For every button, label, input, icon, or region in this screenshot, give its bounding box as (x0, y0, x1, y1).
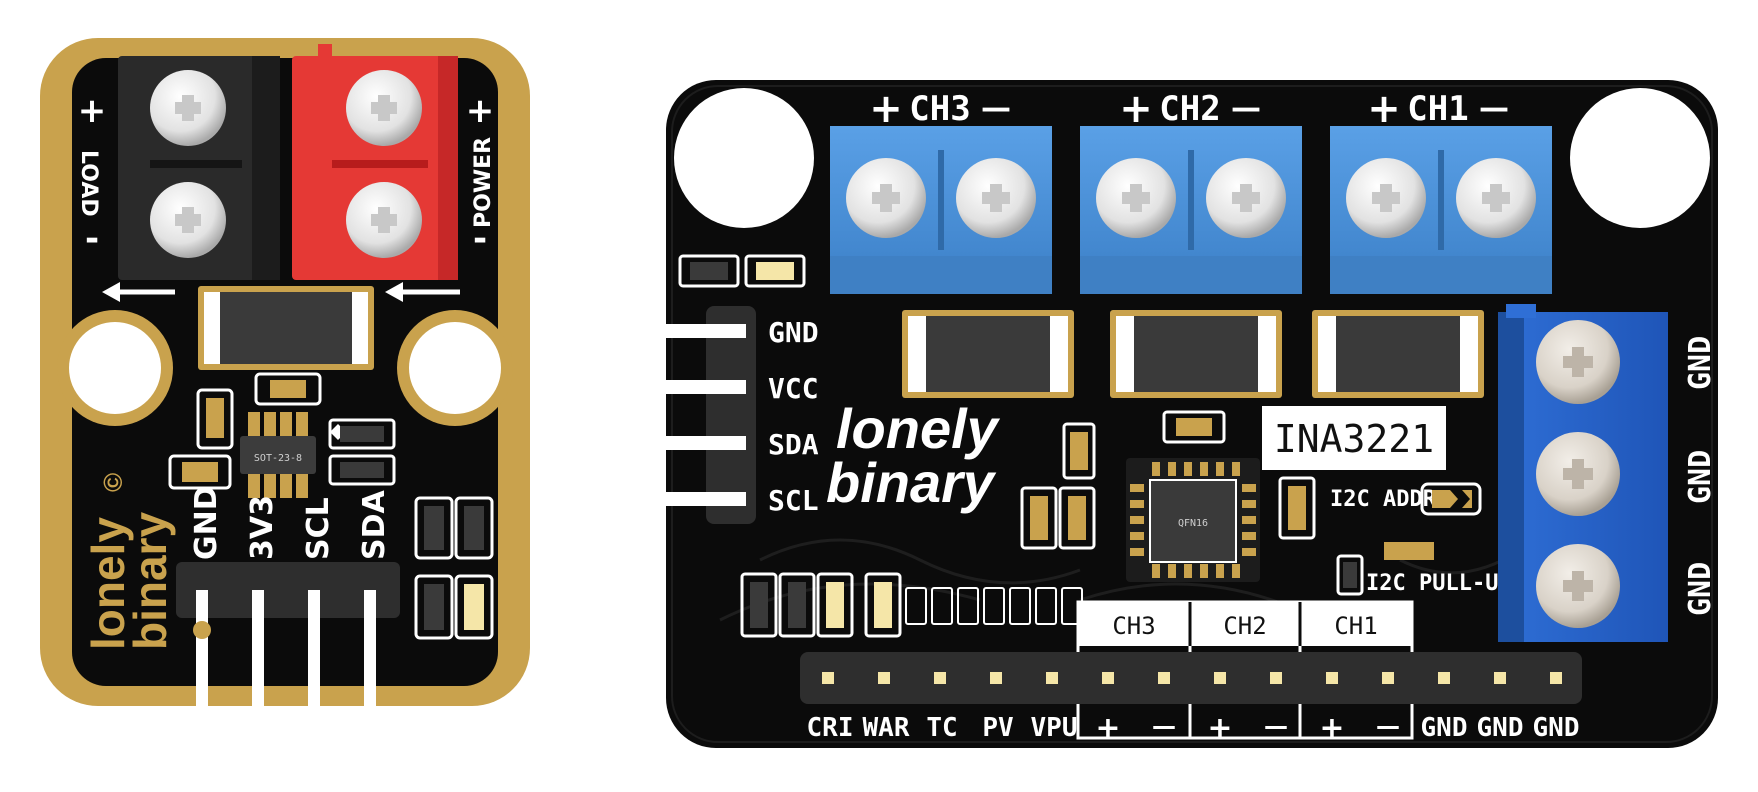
load-label: LOAD (76, 150, 101, 217)
pullup-jumper (1384, 542, 1434, 560)
bottom-pin-label-tc: TC (926, 713, 957, 743)
terminal-label-ch2: CH2 (1159, 89, 1220, 129)
bottom-pin-header (800, 652, 1582, 704)
chip-name: INA3221 (1274, 417, 1434, 461)
channel-box-label-ch2: CH2 (1223, 612, 1266, 640)
gnd-terminal-label: GND (1683, 562, 1718, 616)
mounting-hole (674, 88, 814, 228)
terminal-minus: — (1479, 91, 1509, 126)
smd-resistor (328, 418, 396, 450)
brand-lonely: lonely (836, 397, 1001, 460)
smd-resistor (678, 254, 740, 288)
side-pin-label-scl: SCL (768, 484, 819, 517)
power-terminal (292, 44, 458, 280)
channel-box-label-ch3: CH3 (1112, 612, 1155, 640)
box-plus: + (1207, 711, 1232, 746)
bottom-gnd-label: GND (1533, 713, 1580, 743)
smd-led (744, 254, 806, 288)
left-board: + - LOAD + - POWER (40, 38, 530, 708)
box-plus: + (1319, 711, 1344, 746)
shunt-resistor (1110, 310, 1282, 398)
smd-cap (1062, 422, 1096, 480)
terminal-block-ch1 (1330, 126, 1552, 294)
terminal-label-ch3: CH3 (909, 89, 970, 129)
mounting-hole (69, 322, 161, 414)
terminal-label-ch1: CH1 (1407, 89, 1468, 129)
side-pin-label-vcc: VCC (768, 372, 819, 405)
load-plus: + (78, 91, 107, 131)
chip-name-plate (1262, 406, 1446, 470)
smd-resistor (454, 496, 494, 560)
brand-binary: binary (826, 451, 997, 514)
terminal-block-ch3 (830, 126, 1052, 294)
ina3221-chip: QFN16 (1126, 458, 1260, 582)
terminal-block-ch2 (1080, 126, 1302, 294)
smd-cap (254, 372, 322, 406)
box-minus: — (1152, 712, 1176, 740)
gnd-terminal-label: GND (1683, 336, 1718, 390)
smd-cap (168, 454, 232, 490)
smd-resistor (414, 574, 454, 640)
bottom-pin-label-pv: PV (982, 713, 1013, 743)
addr-jumper (1420, 482, 1482, 516)
power-label: POWER (471, 137, 496, 228)
box-minus: — (1376, 712, 1400, 740)
bottom-pin-label-war: WAR (863, 713, 910, 743)
bottom-gnd-label: GND (1477, 713, 1524, 743)
power-plus: + (466, 91, 495, 131)
pin-header (176, 562, 400, 708)
smd-array-left (740, 572, 902, 638)
smd-cap (196, 388, 234, 450)
bottom-gnd-label: GND (1421, 713, 1468, 743)
pin-label-gnd: GND (189, 485, 224, 560)
terminal-plus: + (1119, 86, 1153, 132)
chip-small-label: QFN16 (1178, 518, 1208, 529)
side-pin-label-gnd: GND (768, 316, 819, 349)
terminal-plus: + (869, 86, 903, 132)
brand-binary: binary (124, 512, 176, 650)
load-minus: - (85, 219, 99, 259)
sensor-chip: SOT-23-8 (240, 412, 316, 498)
brand-lonely: lonely (82, 517, 134, 650)
smd-cap (1162, 410, 1226, 444)
pin-label-scl: SCL (301, 497, 336, 560)
chip-label: SOT-23-8 (254, 453, 302, 464)
terminal-minus: — (1231, 91, 1261, 126)
smd-resistor (328, 454, 396, 486)
gnd-terminal-block (1498, 304, 1668, 642)
shunt-resistor (1312, 310, 1484, 398)
smd-resistor (1278, 476, 1316, 540)
arrow-left-icon (102, 282, 175, 302)
gnd-terminal-label: GND (1683, 450, 1718, 504)
smd-cap (1020, 486, 1058, 550)
smd-led (454, 574, 494, 640)
terminal-minus: — (981, 91, 1011, 126)
load-terminal (118, 56, 280, 280)
pin-label-sda: SDA (357, 489, 392, 560)
terminal-plus: + (1367, 86, 1401, 132)
arrow-left-icon (385, 282, 460, 302)
mounting-hole (1570, 88, 1710, 228)
bottom-pin-label-vpu: VPU (1031, 713, 1078, 743)
smd-cap (1058, 486, 1096, 550)
brand-copyright: © (98, 473, 128, 492)
smd-resistor (1336, 554, 1364, 596)
shunt-resistor (198, 286, 374, 370)
box-minus: — (1264, 712, 1288, 740)
box-plus: + (1095, 711, 1120, 746)
i2c-pullup-label: I2C PULL-UP (1366, 571, 1512, 596)
channel-box-label-ch1: CH1 (1334, 612, 1377, 640)
bottom-pin-label-cri: CRI (807, 713, 854, 743)
pin-label-3v3: 3V3 (245, 495, 280, 560)
i2c-addr-label: I2C ADDR (1330, 487, 1437, 512)
right-board: CH3 + — CH2 + — CH1 + — (666, 80, 1718, 748)
shunt-resistor (902, 310, 1074, 398)
power-minus: - (473, 219, 487, 259)
side-pin-label-sda: SDA (768, 428, 819, 461)
side-pin-header (666, 306, 756, 524)
smd-resistor (414, 496, 454, 560)
mounting-hole (409, 322, 501, 414)
